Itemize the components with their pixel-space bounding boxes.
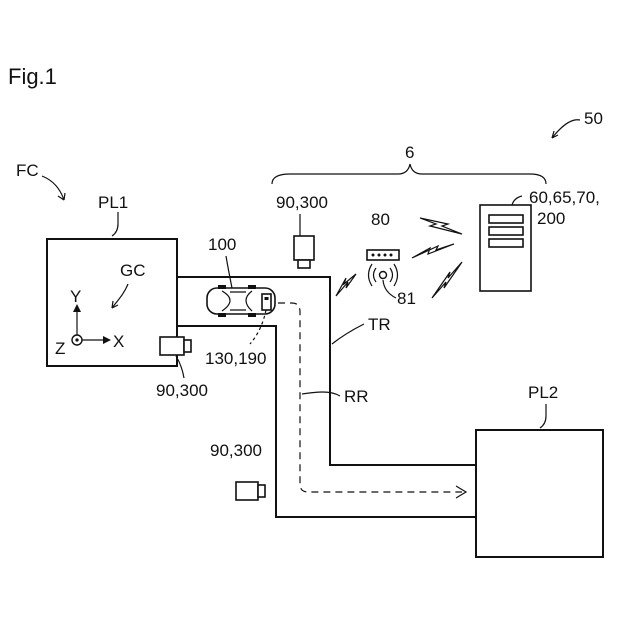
route-label: RR <box>344 387 369 406</box>
server-label-line2: 200 <box>537 209 565 228</box>
vehicle-unit-label: 130,190 <box>205 349 266 368</box>
vehicle-label: 100 <box>208 235 236 254</box>
camera-top-icon <box>294 236 314 268</box>
vehicle-unit-detail <box>265 297 269 300</box>
antenna-label: 81 <box>397 289 416 308</box>
camera-bottom-icon <box>236 482 265 500</box>
parking-lot-2 <box>476 430 603 557</box>
axis-z-label: Z <box>55 339 65 358</box>
server-group-label: 6 <box>405 143 414 162</box>
parking-lot-1 <box>47 239 177 366</box>
axis-y-label: Y <box>70 287 81 306</box>
access-point-icon <box>367 250 399 260</box>
lightning-left-icon <box>336 274 356 296</box>
lightning-mid-icon <box>412 244 454 258</box>
antenna-leader <box>383 280 396 298</box>
facility-leader <box>42 176 64 200</box>
global-coord-leader <box>112 284 128 308</box>
server-label-line1: 60,65,70, <box>529 188 600 207</box>
track-label: TR <box>368 315 391 334</box>
parking-1-label: PL1 <box>98 193 128 212</box>
vehicle-unit-icon <box>262 294 271 310</box>
group-brace <box>272 164 546 184</box>
lightning-top-icon <box>420 218 462 234</box>
route-leader <box>302 392 340 396</box>
system-label: 50 <box>584 109 603 128</box>
global-coord-label: GC <box>120 261 146 280</box>
camera-left-label: 90,300 <box>156 381 208 400</box>
facility-label: FC <box>16 161 39 180</box>
camera-top-label: 90,300 <box>276 193 328 212</box>
parking-2-leader <box>540 404 546 428</box>
parking-2-label: PL2 <box>528 383 558 402</box>
server-leader <box>512 196 522 205</box>
access-point-label: 80 <box>371 210 390 229</box>
axis-x-arrowhead <box>103 336 111 344</box>
camera-left-icon <box>160 337 191 355</box>
axis-x-label: X <box>113 332 124 351</box>
server-icon <box>480 205 531 291</box>
figure-title: Fig.1 <box>8 64 57 89</box>
vehicle-leader <box>226 256 232 288</box>
parking-1-leader <box>112 212 118 236</box>
lightning-bottom-icon <box>432 262 462 298</box>
track-leader <box>332 324 364 344</box>
camera-bottom-label: 90,300 <box>210 441 262 460</box>
axis-z-dot <box>75 338 78 341</box>
